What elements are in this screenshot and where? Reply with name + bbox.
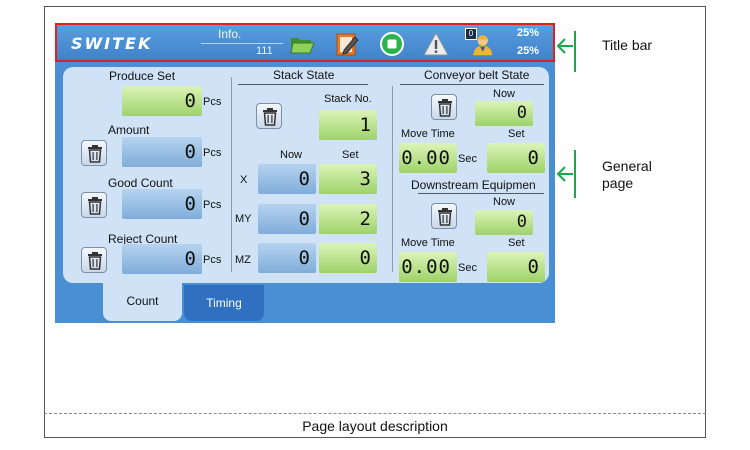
amount-unit: Pcs xyxy=(203,147,222,159)
downstream-now-value: 0 xyxy=(475,210,533,235)
stack-set-header: Set xyxy=(342,149,359,161)
caption-divider xyxy=(44,413,706,414)
good-count-unit: Pcs xyxy=(203,199,222,211)
stack-x-set[interactable]: 3 xyxy=(319,164,377,194)
tab-count[interactable]: Count xyxy=(103,283,182,321)
downstream-clear-button[interactable] xyxy=(431,203,457,229)
percent-bottom: 25% xyxy=(517,45,540,57)
user-badge: 0 xyxy=(465,28,477,40)
stack-mz-set[interactable]: 0 xyxy=(319,243,377,273)
info-label: Info. xyxy=(218,27,242,41)
trash-icon xyxy=(438,208,452,226)
title-bar-bracket-icon xyxy=(556,31,576,72)
produce-set-unit: Pcs xyxy=(203,96,222,108)
trash-icon xyxy=(88,145,102,163)
good-count-value: 0 xyxy=(122,189,202,219)
reject-count-unit: Pcs xyxy=(203,254,222,266)
conveyor-move-time-value[interactable]: 0.00 xyxy=(399,143,457,173)
stack-clear-button[interactable] xyxy=(256,103,282,129)
tab-timing[interactable]: Timing xyxy=(184,285,264,321)
stack-state-title: Stack State xyxy=(273,68,335,82)
stop-icon[interactable] xyxy=(379,31,405,57)
info-value: 111 xyxy=(256,45,273,57)
good-count-clear-button[interactable] xyxy=(81,192,107,218)
downstream-move-time-label: Move Time xyxy=(401,237,455,249)
stack-my-set[interactable]: 2 xyxy=(319,204,377,234)
stack-my-now: 0 xyxy=(258,204,316,234)
conveyor-unit: Sec xyxy=(458,153,477,165)
conveyor-clear-button[interactable] xyxy=(431,94,457,120)
trash-icon xyxy=(263,108,277,126)
edit-icon[interactable] xyxy=(334,31,360,57)
trash-icon xyxy=(88,252,102,270)
stack-mz-now: 0 xyxy=(258,243,316,273)
general-page-annotation-line1: General xyxy=(602,158,652,174)
downstream-title: Downstream Equipmen xyxy=(411,178,536,192)
amount-clear-button[interactable] xyxy=(81,140,107,166)
reject-count-value: 0 xyxy=(122,244,202,274)
folder-icon[interactable] xyxy=(289,31,315,57)
general-page-annotation: General page xyxy=(602,158,652,192)
stack-now-header: Now xyxy=(280,149,303,161)
stack-row-label: MY xyxy=(235,213,252,225)
warning-icon[interactable] xyxy=(423,31,449,57)
downstream-set-value[interactable]: 0 xyxy=(487,252,545,282)
conveyor-now-label: Now xyxy=(493,88,516,100)
reject-count-clear-button[interactable] xyxy=(81,247,107,273)
info-underline xyxy=(201,43,283,44)
user-icon[interactable] xyxy=(468,31,494,57)
document-frame xyxy=(44,6,706,438)
downstream-set-label: Set xyxy=(508,237,525,249)
column-divider-right xyxy=(392,86,393,272)
stack-x-now: 0 xyxy=(258,164,316,194)
title-bar: SWITEK Info. 111 0 25% 25% xyxy=(55,23,555,62)
general-page-bracket-icon xyxy=(556,150,576,198)
downstream-underline xyxy=(418,193,544,194)
column-divider-left xyxy=(231,77,232,272)
stack-state-underline xyxy=(238,84,368,85)
trash-icon xyxy=(438,99,452,117)
produce-set-label: Produce Set xyxy=(109,69,176,83)
downstream-unit: Sec xyxy=(458,262,477,274)
switek-logo: SWITEK xyxy=(71,34,153,53)
amount-label: Amount xyxy=(108,123,150,137)
conveyor-underline xyxy=(400,84,544,85)
amount-value: 0 xyxy=(122,137,202,167)
stack-row-label: MZ xyxy=(235,254,251,266)
general-page-annotation-line2: page xyxy=(602,175,634,191)
figure-caption: Page layout description xyxy=(302,418,448,434)
produce-set-value[interactable]: 0 xyxy=(122,86,202,116)
downstream-now-label: Now xyxy=(493,196,516,208)
stack-no-label: Stack No. xyxy=(324,93,372,105)
conveyor-now-value: 0 xyxy=(475,101,533,126)
downstream-move-time-value[interactable]: 0.00 xyxy=(399,252,457,282)
conveyor-title: Conveyor belt State xyxy=(424,68,530,82)
conveyor-set-label: Set xyxy=(508,128,525,140)
stack-row-label: X xyxy=(240,174,248,186)
reject-count-label: Reject Count xyxy=(108,232,178,246)
trash-icon xyxy=(88,197,102,215)
conveyor-set-value[interactable]: 0 xyxy=(487,143,545,173)
good-count-label: Good Count xyxy=(108,176,173,190)
title-bar-annotation: Title bar xyxy=(602,37,653,53)
conveyor-move-time-label: Move Time xyxy=(401,128,455,140)
percent-top: 25% xyxy=(517,27,540,39)
stack-no-value[interactable]: 1 xyxy=(319,110,377,140)
